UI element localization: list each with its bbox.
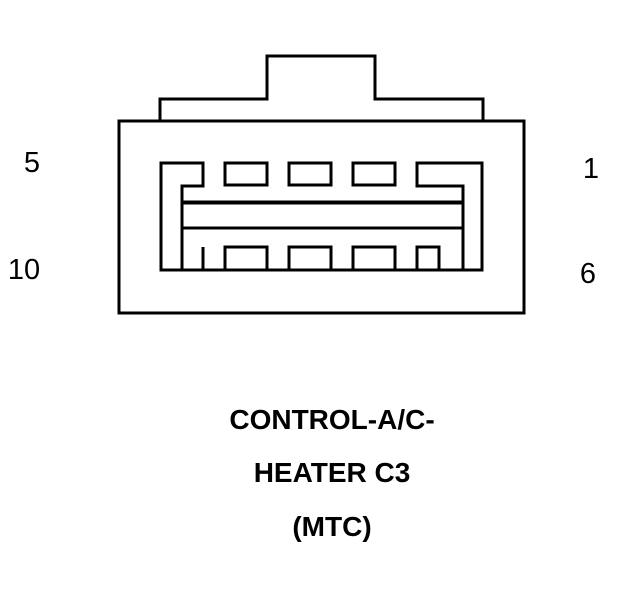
- cavity-pin-3: [287, 161, 333, 187]
- connector-tab: [158, 54, 485, 121]
- connector-housing: [117, 119, 526, 315]
- cavity-pin-9: [223, 245, 269, 272]
- cavity-pin-8: [287, 245, 333, 272]
- pin-label-6: 6: [580, 258, 596, 290]
- connector-caption: CONTROL-A/C- HEATER C3 (MTC): [229, 404, 434, 542]
- pin-label-10: 10: [8, 254, 40, 286]
- cavity-pin-5: [159, 161, 484, 272]
- cavity-pin-2: [351, 161, 397, 187]
- cavity-pin-4: [223, 161, 269, 187]
- cavity-pin-6: [415, 245, 441, 272]
- pin-label-1: 1: [583, 153, 599, 185]
- caption-line-1: CONTROL-A/C-: [229, 404, 434, 435]
- cavity-pin-10: [180, 226, 465, 272]
- cavity-row-bottom: [180, 226, 465, 272]
- pin-label-5: 5: [24, 147, 40, 179]
- cavity-row-top: [159, 161, 484, 272]
- caption-line-2: HEATER C3: [254, 457, 411, 488]
- caption-line-3: (MTC): [292, 511, 371, 542]
- cavity-pin-7: [351, 245, 397, 272]
